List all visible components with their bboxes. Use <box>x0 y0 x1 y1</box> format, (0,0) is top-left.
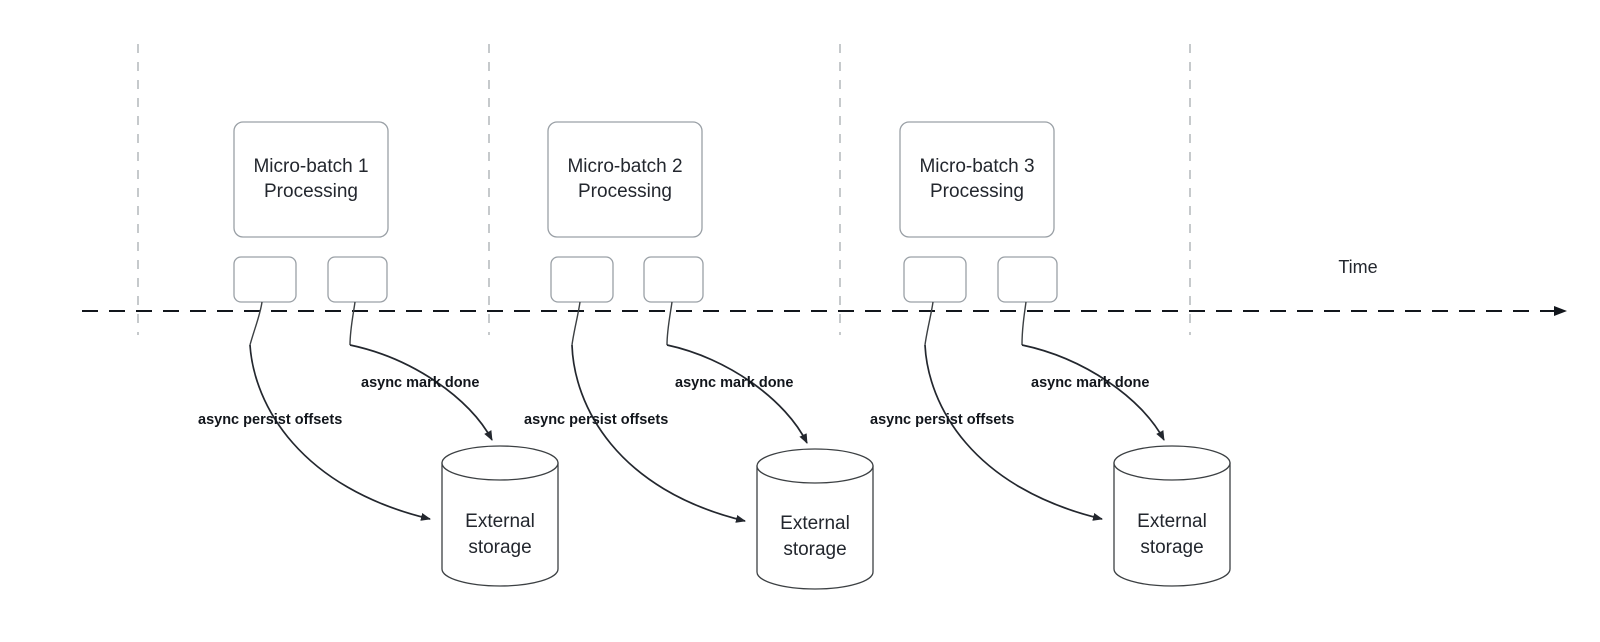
async-persist-offsets-label-1: async persist offsets <box>198 412 342 428</box>
micro-batch-1-label-line1: Micro-batch 1 <box>253 156 368 177</box>
external-storage-2-label-line1: External <box>780 513 850 534</box>
async-mark-done-arrow-2 <box>666 344 808 444</box>
external-storage-2-top <box>756 448 874 484</box>
micro-batch-1-box[interactable] <box>233 121 389 238</box>
external-storage-1-top <box>441 445 559 481</box>
micro-batch-3-label-line2: Processing <box>930 181 1024 202</box>
group-3: Micro-batch 3 Processing async persist o… <box>870 121 1231 587</box>
task-box-1a-connector <box>249 301 263 346</box>
micro-batch-2-label-line1: Micro-batch 2 <box>567 156 682 177</box>
task-box-2a-connector <box>571 301 581 346</box>
external-storage-2[interactable]: External storage <box>756 448 874 590</box>
external-storage-3-body <box>1113 462 1231 587</box>
time-axis-label: Time <box>1338 257 1377 277</box>
async-persist-offsets-arrow-2 <box>571 344 746 523</box>
group-1: Micro-batch 1 Processing async persist o… <box>198 121 559 587</box>
task-box-1b-connector <box>349 301 356 346</box>
micro-batch-1-label-line2: Processing <box>264 181 358 202</box>
external-storage-3-top <box>1113 445 1231 481</box>
task-box-1a[interactable] <box>233 256 297 303</box>
async-mark-done-arrow-1 <box>349 344 493 441</box>
async-persist-offsets-arrow-3 <box>924 344 1103 521</box>
task-box-3a-connector <box>924 301 934 346</box>
external-storage-1-label-line1: External <box>465 511 535 532</box>
async-mark-done-label-1: async mark done <box>361 375 479 391</box>
group-2: Micro-batch 2 Processing async persist o… <box>524 121 874 590</box>
external-storage-3-label-line2: storage <box>1140 537 1203 558</box>
time-axis: Time <box>82 257 1567 316</box>
micro-batch-2-label-line2: Processing <box>578 181 672 202</box>
async-mark-done-label-3: async mark done <box>1031 375 1149 391</box>
external-storage-2-label-line2: storage <box>783 539 846 560</box>
async-persist-offsets-arrow-1 <box>249 344 431 521</box>
task-box-3a[interactable] <box>903 256 967 303</box>
external-storage-1[interactable]: External storage <box>441 445 559 587</box>
micro-batch-3-label-line1: Micro-batch 3 <box>919 156 1034 177</box>
task-box-3b[interactable] <box>997 256 1058 303</box>
micro-batch-3-box[interactable] <box>899 121 1055 238</box>
task-box-1b[interactable] <box>327 256 388 303</box>
task-box-2b-connector <box>666 301 673 346</box>
boundary-guides <box>137 44 1191 335</box>
async-persist-offsets-label-2: async persist offsets <box>524 412 668 428</box>
external-storage-1-label-line2: storage <box>468 537 531 558</box>
async-mark-done-arrow-3 <box>1021 344 1165 441</box>
external-storage-2-body <box>756 465 874 590</box>
external-storage-1-body <box>441 462 559 587</box>
async-mark-done-label-2: async mark done <box>675 375 793 391</box>
task-box-3b-connector <box>1021 301 1027 346</box>
task-box-2a[interactable] <box>550 256 614 303</box>
async-persist-offsets-label-3: async persist offsets <box>870 412 1014 428</box>
external-storage-3[interactable]: External storage <box>1113 445 1231 587</box>
external-storage-3-label-line1: External <box>1137 511 1207 532</box>
micro-batch-2-box[interactable] <box>547 121 703 238</box>
task-box-2b[interactable] <box>643 256 704 303</box>
